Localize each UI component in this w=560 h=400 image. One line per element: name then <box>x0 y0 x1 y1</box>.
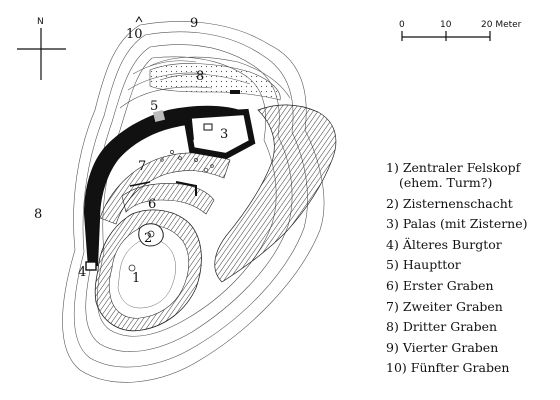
north-label: N <box>37 17 44 27</box>
legend-item-7: 7) Zweiter Graben <box>386 299 556 314</box>
map-label-6: 6 <box>148 197 156 212</box>
legend-text: Palas (mit Zisterne) <box>402 216 528 232</box>
legend-item-1: 1) Zentraler Felskopf(ehem. Turm?) <box>386 160 556 190</box>
ditch-8-top <box>149 63 281 101</box>
legend-number: 9) <box>386 339 399 355</box>
rock-slope-east <box>214 104 337 283</box>
legend-number: 1) <box>386 160 399 175</box>
legend-text: Erster Graben <box>402 277 494 293</box>
legend-item-5: 5) Haupttor <box>386 257 556 272</box>
map-label-8-top: 8 <box>196 69 204 84</box>
legend-item-4: 4) Älteres Burgtor <box>386 237 556 252</box>
palas-3 <box>177 90 256 160</box>
legend-text: Zentraler Felskopf <box>402 160 521 175</box>
legend-number: 5) <box>386 257 399 273</box>
legend-number: 2) <box>386 195 399 211</box>
legend-item-8: 8) Dritter Graben <box>386 319 556 334</box>
inner-wall-segment-2 <box>129 181 151 187</box>
scale-tick-10: 10 <box>440 20 452 30</box>
ditch-6 <box>121 183 215 215</box>
map-label-2: 2 <box>144 231 152 246</box>
scale-bar: 0 10 20 Meter <box>399 20 522 41</box>
legend-number: 6) <box>386 277 399 293</box>
map-label-7: 7 <box>138 159 146 174</box>
legend-text: Vierter Graben <box>402 339 499 355</box>
marker-10-caret-icon <box>135 16 143 23</box>
map-label-8-left: 8 <box>34 207 42 222</box>
legend-item-3: 3) Palas (mit Zisterne) <box>386 216 556 231</box>
legend-text: Dritter Graben <box>402 319 498 335</box>
legend: 1) Zentraler Felskopf(ehem. Turm?) 2) Zi… <box>386 160 556 381</box>
scale-tick-20: 20 Meter <box>481 20 522 30</box>
cistern-shaft-2 <box>138 223 164 247</box>
legend-number: 8) <box>386 319 399 335</box>
legend-number: 4) <box>386 236 399 252</box>
map-label-9: 9 <box>190 16 198 31</box>
scale-tick-0: 0 <box>399 20 405 30</box>
map-label-3: 3 <box>220 127 228 142</box>
legend-number: 10) <box>386 360 407 376</box>
legend-text: Zweiter Graben <box>402 298 503 314</box>
legend-text: Haupttor <box>402 257 461 273</box>
north-arrow-icon: N <box>17 17 66 80</box>
map-label-1: 1 <box>132 271 140 286</box>
legend-number: 7) <box>386 298 399 314</box>
curtain-wall <box>84 105 246 269</box>
rock-head-1 <box>94 209 202 332</box>
stones <box>160 150 214 173</box>
map-label-10: 10 <box>126 27 143 42</box>
legend-number: 3) <box>386 216 399 232</box>
legend-item-9: 9) Vierter Graben <box>386 340 556 355</box>
legend-text-2: (ehem. Turm?) <box>399 175 493 190</box>
legend-text: Fünfter Graben <box>410 360 510 376</box>
inner-wall-segment <box>175 181 197 196</box>
legend-text: Älteres Burgtor <box>402 236 502 252</box>
main-gate-5 <box>152 109 166 123</box>
older-gate-4 <box>85 261 97 271</box>
legend-item-6: 6) Erster Graben <box>386 278 556 293</box>
map-label-4: 4 <box>78 265 86 280</box>
map-label-5: 5 <box>150 99 158 114</box>
legend-text: Zisternenschacht <box>402 195 513 211</box>
legend-item-10: 10) Fünfter Graben <box>386 360 556 375</box>
legend-item-2: 2) Zisternenschacht <box>386 196 556 211</box>
